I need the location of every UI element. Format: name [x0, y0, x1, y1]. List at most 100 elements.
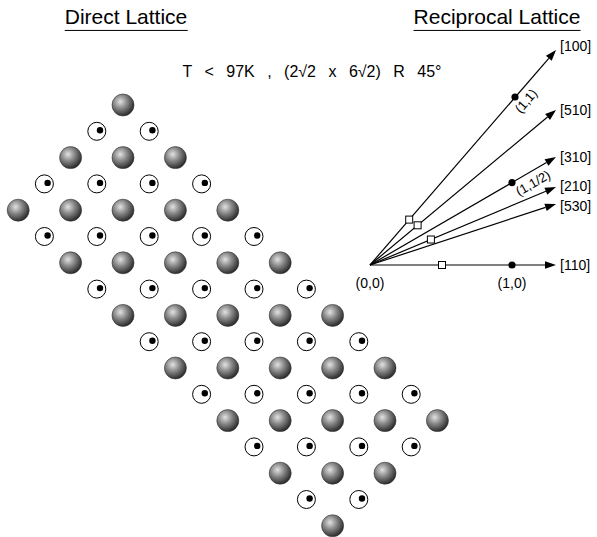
open-site [88, 228, 106, 246]
site-dot [306, 338, 312, 344]
open-site [140, 280, 158, 298]
atom-sphere [164, 357, 186, 379]
atom-sphere [322, 515, 344, 537]
site-ring [88, 280, 106, 298]
site-dot [149, 127, 155, 133]
atom-sphere [322, 304, 344, 326]
site-ring [193, 280, 211, 298]
atom-sphere [269, 410, 291, 432]
site-ring [245, 333, 263, 351]
atom-sphere [269, 357, 291, 379]
site-dot [149, 232, 155, 238]
site-ring [35, 175, 53, 193]
site-ring [350, 438, 368, 456]
site-ring [297, 280, 315, 298]
open-site [193, 280, 211, 298]
atom-sphere [269, 462, 291, 484]
site-dot [254, 232, 260, 238]
open-site [297, 438, 315, 456]
direction-label: [210] [560, 178, 591, 194]
site-ring [350, 333, 368, 351]
site-dot [44, 180, 50, 186]
site-ring [140, 333, 158, 351]
atom-sphere [112, 252, 134, 274]
atom-sphere [217, 304, 239, 326]
arrow-head [545, 157, 556, 166]
site-ring [35, 228, 53, 246]
site-ring [350, 491, 368, 509]
open-site [402, 385, 420, 403]
open-site [140, 333, 158, 351]
site-ring [245, 385, 263, 403]
site-dot [202, 180, 208, 186]
site-dot [359, 338, 365, 344]
atom-sphere [164, 252, 186, 274]
direction-arrow [370, 58, 549, 265]
open-site [88, 280, 106, 298]
site-ring [245, 228, 263, 246]
atom-sphere [426, 410, 448, 432]
site-ring [297, 333, 315, 351]
atom-sphere [374, 410, 396, 432]
arrow-head [545, 261, 556, 269]
open-site [88, 122, 106, 140]
site-ring [402, 385, 420, 403]
site-dot [411, 443, 417, 449]
site-dot [359, 495, 365, 501]
site-dot [359, 443, 365, 449]
open-site [245, 333, 263, 351]
open-site [402, 438, 420, 456]
open-site [140, 228, 158, 246]
direction-label: [510] [560, 102, 591, 118]
site-ring [140, 228, 158, 246]
reciprocal-point [508, 261, 515, 268]
superlattice-spot [439, 262, 446, 269]
open-site [350, 385, 368, 403]
site-ring [140, 280, 158, 298]
atom-sphere [322, 410, 344, 432]
point-label: (1,1) [511, 86, 540, 116]
direction-label: [110] [560, 257, 590, 273]
atom-sphere [60, 199, 82, 221]
open-site [350, 438, 368, 456]
site-dot [359, 390, 365, 396]
point-label: (0,0) [356, 275, 385, 291]
site-dot [97, 232, 103, 238]
site-ring [88, 228, 106, 246]
open-site [88, 175, 106, 193]
site-dot [254, 390, 260, 396]
open-site [245, 438, 263, 456]
direct-lattice [7, 94, 448, 537]
atom-sphere [217, 357, 239, 379]
direction-arrow [370, 191, 546, 265]
atom-sphere [7, 199, 29, 221]
atom-sphere [217, 199, 239, 221]
atom-sphere [164, 304, 186, 326]
site-ring [88, 175, 106, 193]
atom-sphere [60, 252, 82, 274]
arrow-head [545, 110, 556, 120]
open-site [193, 228, 211, 246]
direction-label: [310] [560, 149, 591, 165]
atom-sphere [269, 304, 291, 326]
site-dot [202, 232, 208, 238]
site-ring [245, 438, 263, 456]
site-ring [88, 122, 106, 140]
atom-sphere [60, 147, 82, 169]
atom-sphere [112, 304, 134, 326]
site-dot [254, 285, 260, 291]
site-dot [306, 390, 312, 396]
direction-arrow [370, 207, 546, 265]
direction-arrow [370, 163, 546, 265]
atom-sphere [217, 410, 239, 432]
open-site [193, 333, 211, 351]
site-dot [97, 285, 103, 291]
site-dot [411, 390, 417, 396]
reciprocal-lattice [370, 50, 556, 269]
open-site [245, 228, 263, 246]
arrow-head [544, 204, 556, 211]
open-site [297, 491, 315, 509]
site-ring [140, 175, 158, 193]
condition-label: T < 97K , (2√2 x 6√2) R 45° [183, 63, 442, 81]
